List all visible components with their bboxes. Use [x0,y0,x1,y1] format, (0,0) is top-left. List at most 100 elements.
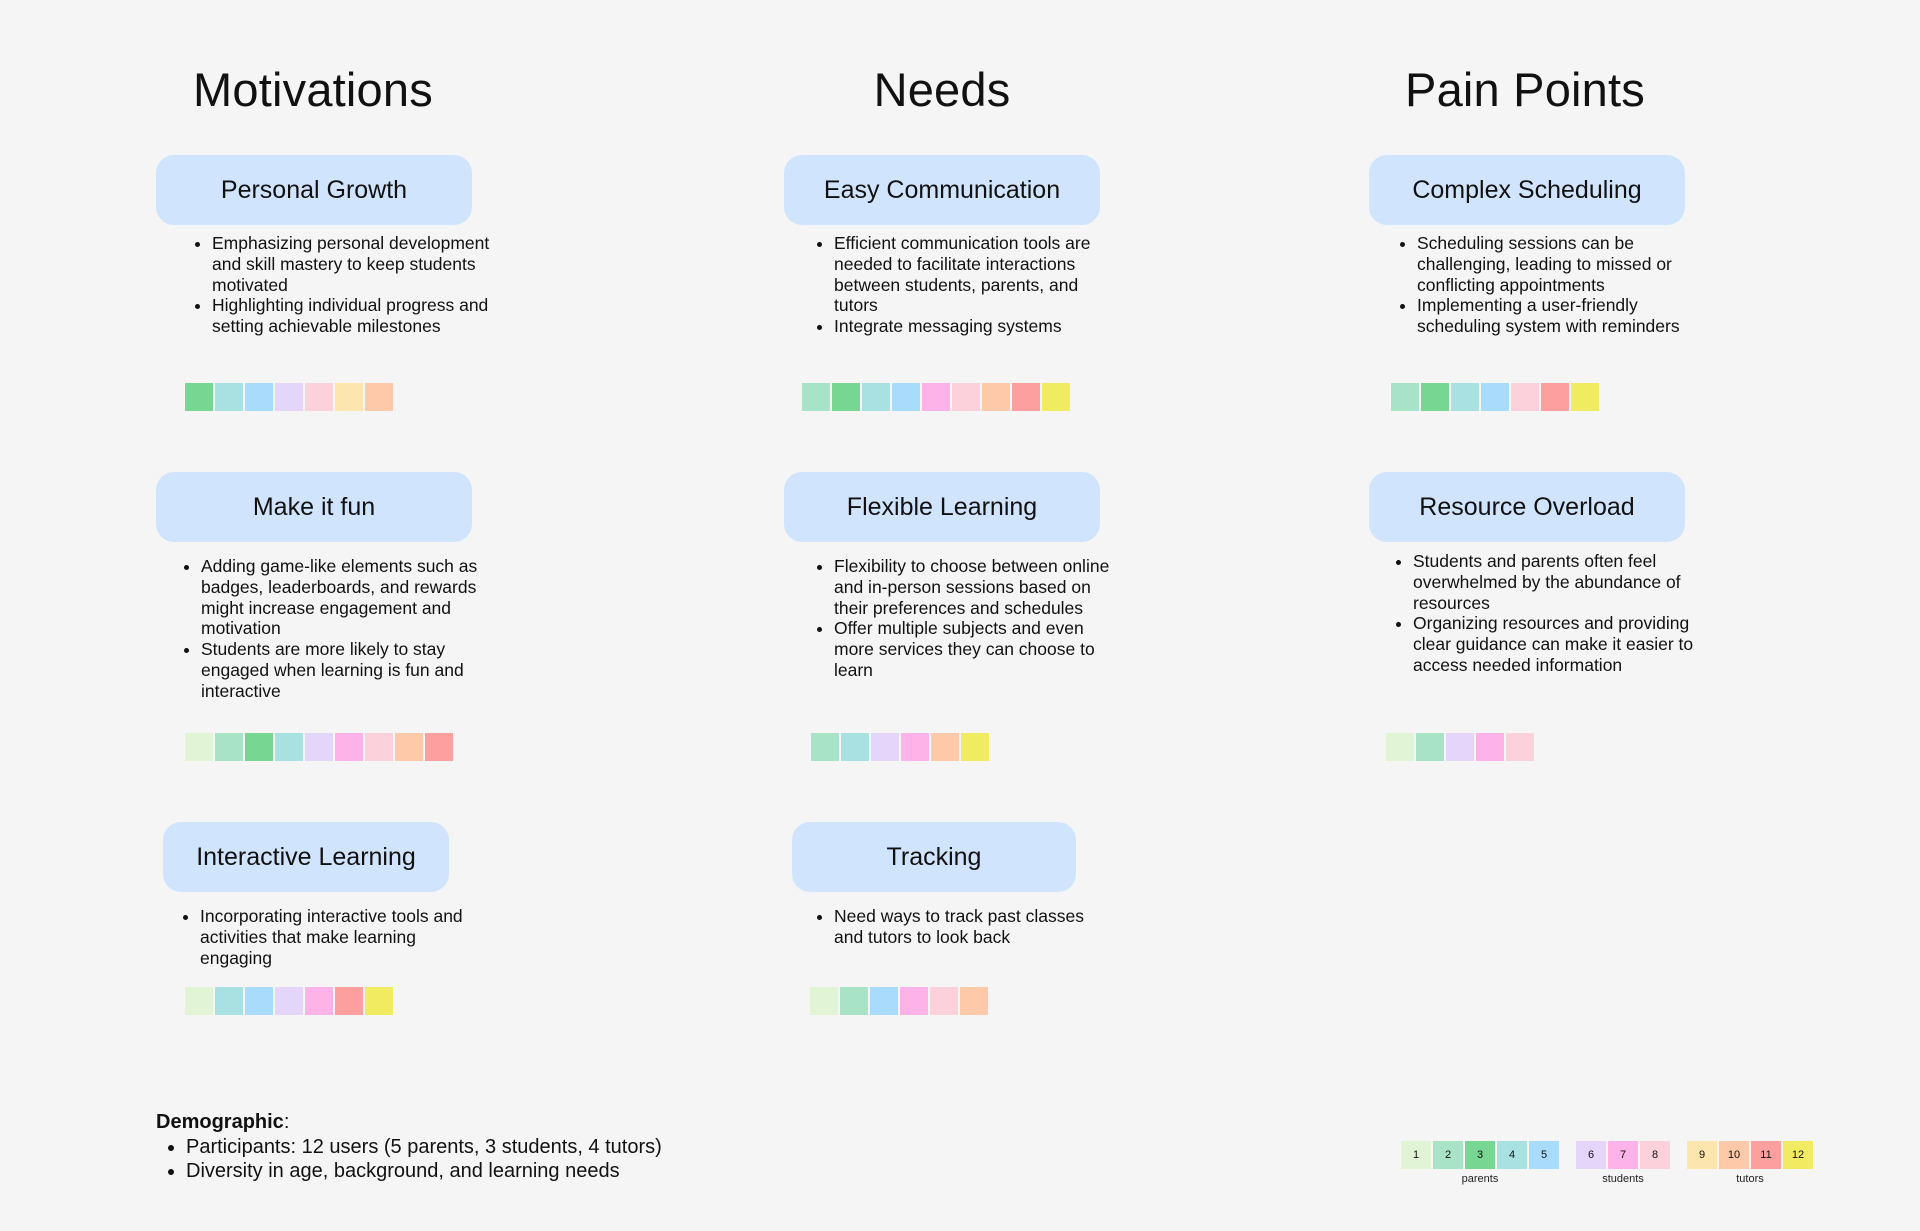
legend-swatch-5: 5 [1529,1141,1559,1169]
bullet-item: Scheduling sessions can be challenging, … [1417,233,1702,295]
participant-swatch-10 [365,383,393,411]
participant-swatch-4 [862,383,890,411]
participant-swatch-2 [840,987,868,1015]
participant-swatches [811,733,989,761]
demographic-colon: : [283,1111,290,1133]
participant-swatch-6 [275,987,303,1015]
demographic-title: Demographic [156,1111,284,1133]
legend-swatch-8: 8 [1640,1141,1670,1169]
participant-swatch-7 [922,383,950,411]
participant-swatch-5 [892,383,920,411]
bullet-item: Organizing resources and providing clear… [1413,613,1698,675]
bullet-list: Incorporating interactive tools and acti… [178,906,480,968]
participant-swatch-3 [185,383,213,411]
participant-swatch-6 [871,733,899,761]
bullet-item: Emphasizing personal development and ski… [212,233,502,295]
card-title: Complex Scheduling [1369,155,1685,225]
participant-swatch-4 [1451,383,1479,411]
participant-swatches [1386,733,1534,761]
participant-swatch-8 [305,383,333,411]
card-title: Personal Growth [156,155,472,225]
participant-swatch-7 [900,987,928,1015]
card-title: Tracking [792,822,1076,892]
participant-swatch-2 [811,733,839,761]
participant-swatch-12 [365,987,393,1015]
participant-swatch-7 [1476,733,1504,761]
participant-swatch-4 [275,733,303,761]
bullet-item: Incorporating interactive tools and acti… [200,906,480,968]
bullet-item: Flexibility to choose between online and… [834,556,1124,618]
participant-swatches [802,383,1070,411]
card-title: Make it fun [156,472,472,542]
participant-swatch-8 [930,987,958,1015]
bullet-list: Efficient communication tools are needed… [812,233,1124,337]
bullet-item: Students and parents often feel overwhel… [1413,551,1698,613]
participant-swatch-8 [952,383,980,411]
participant-swatch-7 [305,987,333,1015]
participant-swatches [185,987,393,1015]
participant-swatch-10 [982,383,1010,411]
demographic-section: Demographic: Participants: 12 users (5 p… [156,1110,662,1184]
demographic-item: Participants: 12 users (5 parents, 3 stu… [186,1135,662,1160]
bullet-list: Flexibility to choose between online and… [812,556,1124,681]
legend-label: students [1602,1173,1644,1185]
bullet-item: Highlighting individual progress and set… [212,295,502,337]
participant-swatch-12 [1042,383,1070,411]
participant-swatch-12 [1571,383,1599,411]
participant-swatch-3 [245,733,273,761]
participant-swatches [810,987,988,1015]
legend-label: parents [1461,1173,1499,1185]
participant-swatch-5 [245,987,273,1015]
card-title: Resource Overload [1369,472,1685,542]
participant-swatch-7 [335,733,363,761]
participant-swatch-6 [305,733,333,761]
demographic-list: Participants: 12 users (5 parents, 3 stu… [156,1135,662,1184]
participant-swatch-6 [275,383,303,411]
bullet-item: Integrate messaging systems [834,316,1124,337]
legend-swatch-7: 7 [1608,1141,1638,1169]
participant-swatch-11 [335,987,363,1015]
participant-swatches [185,733,453,761]
participant-swatch-2 [1416,733,1444,761]
legend-swatch-10: 10 [1719,1141,1749,1169]
participant-swatch-4 [841,733,869,761]
legend-swatch-3: 3 [1465,1141,1495,1169]
participant-swatch-8 [365,733,393,761]
demographic-item: Diversity in age, background, and learni… [186,1159,662,1184]
participant-swatch-10 [960,987,988,1015]
legend-swatch-12: 12 [1783,1141,1813,1169]
bullet-item: Adding game-like elements such as badges… [201,556,491,639]
card-title: Interactive Learning [163,822,449,892]
participant-swatch-12 [961,733,989,761]
participant-swatch-1 [810,987,838,1015]
legend-swatch-4: 4 [1497,1141,1527,1169]
participant-swatch-10 [931,733,959,761]
participant-swatch-8 [1506,733,1534,761]
participant-swatch-1 [1386,733,1414,761]
participant-swatch-1 [185,987,213,1015]
legend-label: tutors [1736,1173,1764,1185]
participant-swatch-9 [335,383,363,411]
participant-swatch-11 [425,733,453,761]
bullet-list: Emphasizing personal development and ski… [190,233,502,337]
bullet-item: Implementing a user-friendly scheduling … [1417,295,1702,337]
bullet-item: Efficient communication tools are needed… [834,233,1124,316]
participant-swatch-8 [1511,383,1539,411]
participant-swatch-2 [215,733,243,761]
legend-swatch-1: 1 [1401,1141,1431,1169]
bullet-item: Offer multiple subjects and even more se… [834,618,1124,680]
participant-swatch-11 [1012,383,1040,411]
participant-swatch-10 [395,733,423,761]
bullet-list: Need ways to track past classes and tuto… [812,906,1084,948]
legend-swatch-9: 9 [1687,1141,1717,1169]
participant-swatch-11 [1541,383,1569,411]
legend-swatch-11: 11 [1751,1141,1781,1169]
column-title-needs: Needs [873,63,1011,116]
participant-swatches [1391,383,1599,411]
